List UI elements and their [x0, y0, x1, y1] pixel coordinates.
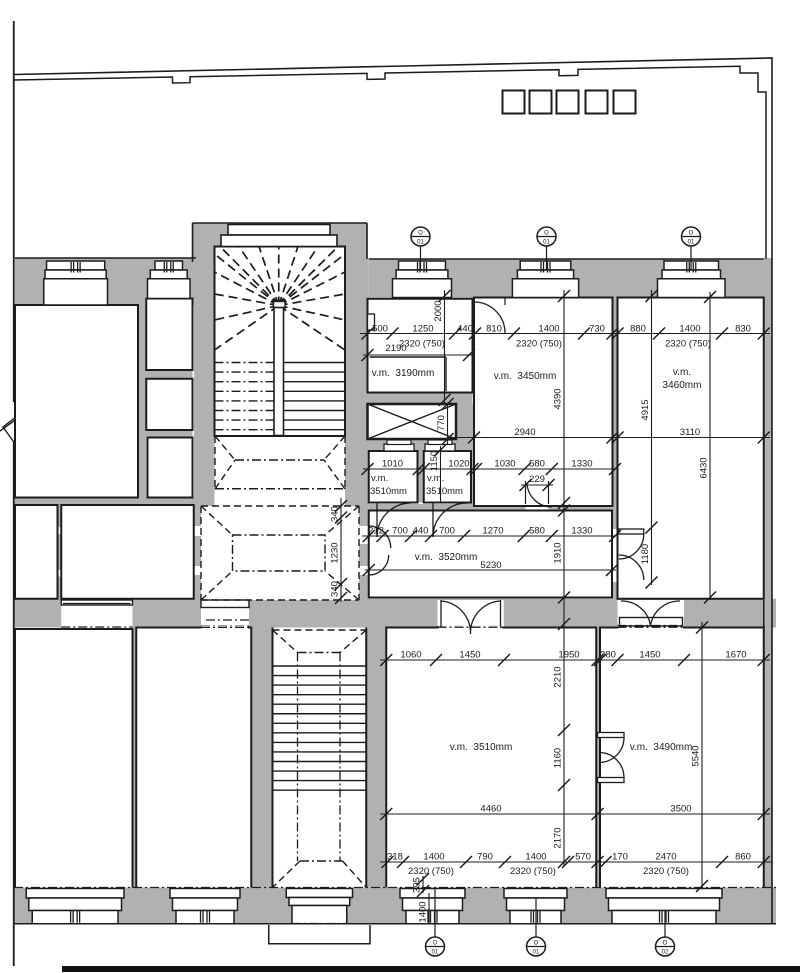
svg-text:O: O: [534, 940, 539, 946]
svg-text:v.m.: v.m.: [371, 473, 388, 484]
svg-text:v.m. 3450mm: v.m. 3450mm: [494, 371, 557, 382]
svg-text:440: 440: [413, 526, 429, 537]
svg-text:1010: 1010: [382, 459, 403, 470]
svg-text:1450: 1450: [459, 650, 480, 661]
svg-text:v.m. 3510mm: v.m. 3510mm: [450, 742, 513, 753]
svg-text:2470: 2470: [655, 852, 676, 863]
svg-text:730: 730: [589, 324, 605, 335]
svg-text:340: 340: [330, 506, 341, 522]
svg-text:830: 830: [735, 324, 751, 335]
svg-text:1180: 1180: [640, 544, 651, 564]
svg-text:229: 229: [529, 474, 545, 485]
svg-text:860: 860: [735, 852, 751, 863]
svg-text:1230: 1230: [330, 542, 341, 563]
svg-text:01: 01: [432, 950, 439, 956]
svg-text:1670: 1670: [725, 650, 746, 661]
svg-text:3510mm: 3510mm: [426, 486, 463, 497]
svg-text:1150: 1150: [429, 451, 440, 471]
svg-text:1910: 1910: [553, 542, 564, 563]
svg-text:v.m.: v.m.: [673, 367, 691, 378]
svg-text:01: 01: [417, 240, 424, 246]
svg-text:2320 (750): 2320 (750): [516, 339, 562, 350]
svg-text:3510mm: 3510mm: [370, 486, 407, 497]
svg-text:1400: 1400: [538, 324, 559, 335]
svg-text:6430: 6430: [699, 457, 710, 478]
svg-text:4390: 4390: [553, 388, 564, 409]
svg-text:700: 700: [439, 526, 455, 537]
svg-text:395: 395: [412, 877, 423, 893]
svg-text:580: 580: [529, 459, 545, 470]
svg-text:1160: 1160: [553, 748, 564, 768]
svg-text:1950: 1950: [558, 650, 579, 661]
svg-text:O: O: [689, 230, 694, 236]
svg-text:2320 (750): 2320 (750): [510, 866, 556, 877]
svg-text:v.m. 3520mm: v.m. 3520mm: [415, 552, 478, 563]
svg-text:2190: 2190: [385, 343, 406, 354]
svg-text:3500: 3500: [670, 804, 691, 815]
svg-text:2320 (750): 2320 (750): [643, 866, 689, 877]
svg-text:1400: 1400: [679, 324, 700, 335]
svg-text:2000: 2000: [433, 300, 444, 321]
svg-text:01: 01: [533, 950, 540, 956]
svg-text:1450: 1450: [639, 650, 660, 661]
svg-text:O: O: [433, 940, 438, 946]
svg-text:340: 340: [330, 581, 341, 597]
svg-text:O: O: [544, 230, 549, 236]
svg-text:440: 440: [457, 324, 473, 335]
svg-text:v.m. 3490mm: v.m. 3490mm: [630, 742, 693, 753]
svg-text:1330: 1330: [571, 526, 592, 537]
svg-text:700: 700: [392, 526, 408, 537]
svg-text:2320 (750): 2320 (750): [665, 339, 711, 350]
svg-text:1060: 1060: [400, 650, 421, 661]
svg-text:v.m.: v.m.: [427, 473, 444, 484]
svg-text:580: 580: [529, 526, 545, 537]
svg-text:2940: 2940: [514, 427, 535, 438]
svg-text:5230: 5230: [480, 560, 501, 571]
svg-text:212: 212: [368, 526, 384, 537]
svg-text:1400: 1400: [418, 901, 429, 922]
svg-text:1270: 1270: [482, 526, 503, 537]
svg-text:570: 570: [575, 852, 591, 863]
svg-text:1400: 1400: [525, 852, 546, 863]
svg-text:500: 500: [372, 324, 388, 335]
svg-text:4460: 4460: [480, 804, 501, 815]
svg-text:5540: 5540: [691, 745, 702, 766]
svg-text:1250: 1250: [412, 324, 433, 335]
svg-text:1400: 1400: [423, 852, 444, 863]
svg-text:2320 (750): 2320 (750): [408, 866, 454, 877]
svg-text:v.m. 3190mm: v.m. 3190mm: [372, 368, 435, 379]
svg-text:3460mm: 3460mm: [663, 380, 702, 391]
svg-text:3110: 3110: [680, 427, 700, 438]
svg-text:170: 170: [612, 852, 628, 863]
svg-text:1030: 1030: [494, 459, 515, 470]
svg-text:02: 02: [662, 950, 669, 956]
svg-text:1020: 1020: [448, 459, 469, 470]
svg-text:4915: 4915: [640, 399, 651, 420]
svg-text:2170: 2170: [553, 827, 564, 848]
svg-text:810: 810: [486, 324, 502, 335]
svg-text:380: 380: [600, 650, 616, 661]
svg-text:318: 318: [387, 852, 403, 863]
svg-text:770: 770: [436, 415, 447, 431]
svg-text:790: 790: [477, 852, 493, 863]
svg-text:2210: 2210: [553, 666, 564, 687]
svg-text:2320 (750): 2320 (750): [399, 339, 445, 350]
svg-text:880: 880: [630, 324, 646, 335]
svg-text:O: O: [663, 940, 668, 946]
svg-text:O: O: [418, 230, 423, 236]
svg-text:1330: 1330: [571, 459, 592, 470]
svg-text:01: 01: [688, 240, 695, 246]
svg-text:01: 01: [543, 240, 550, 246]
